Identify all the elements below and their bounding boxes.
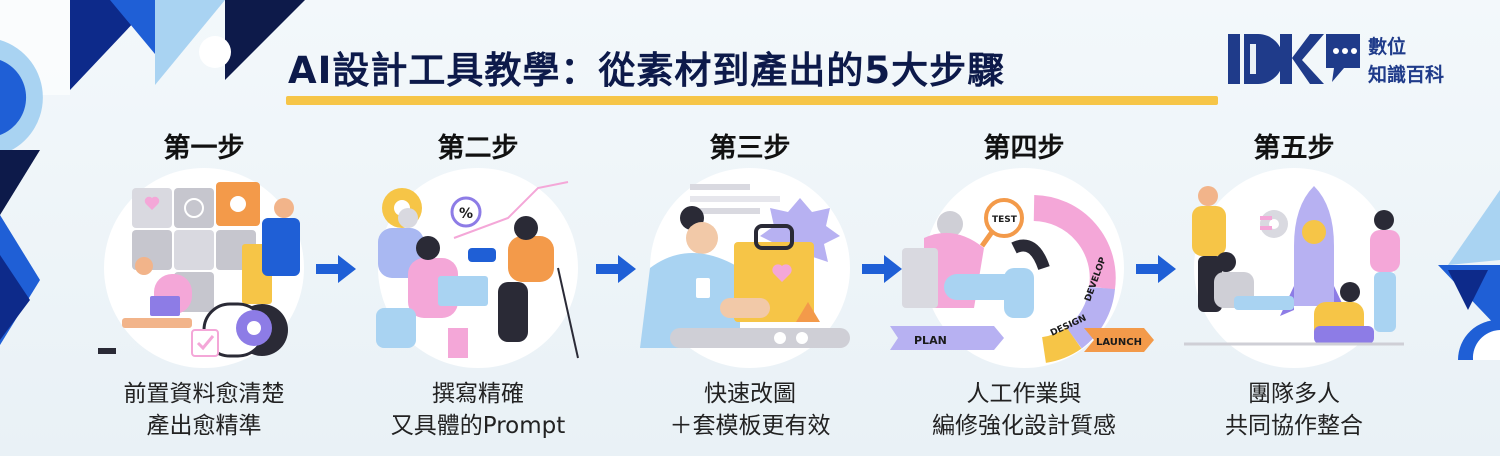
caption-line-1: 快速改圖 (704, 381, 796, 407)
plan-label: PLAN (914, 334, 947, 347)
step-caption: 前置資料愈清楚 產出愈精準 (64, 378, 344, 442)
step-title: 第二步 (437, 133, 519, 164)
launch-label: LAUNCH (1096, 337, 1142, 348)
arrow-right-icon (862, 255, 902, 283)
step-caption: 團隊多人 共同協作整合 (1154, 378, 1434, 442)
caption-line-2: 產出愈精準 (146, 413, 262, 439)
caption-line-2: 又具體的Prompt (390, 413, 566, 439)
arrow-right-icon (1136, 255, 1176, 283)
logo-text-line1: 數位 (1368, 36, 1407, 58)
caption-line-2: 編修強化設計質感 (932, 413, 1116, 439)
step-title: 第三步 (709, 133, 791, 164)
step-caption: 撰寫精確 又具體的Prompt (338, 378, 618, 442)
title-underline (286, 96, 1218, 105)
caption-line-2: 共同協作整合 (1225, 413, 1363, 439)
quick-edit-template-illustration (640, 184, 850, 348)
caption-line-1: 前置資料愈清楚 (123, 381, 285, 407)
percent-badge-text: % (459, 206, 473, 222)
page-title: AI設計工具教學：從素材到產出的5大步驟 (288, 49, 1006, 92)
step-title: 第五步 (1253, 133, 1335, 164)
caption-line-2: ＋套模板更有效 (669, 413, 831, 439)
step-3: 第三步 快速改圖 ＋套模板更有效 (620, 120, 880, 456)
step-title: 第一步 (163, 133, 245, 164)
step-caption: 快速改圖 ＋套模板更有效 (610, 378, 890, 442)
data-puzzle-illustration (98, 182, 300, 358)
logo-text-line2: 知識百科 (1368, 64, 1445, 86)
team-collaboration-illustration (1184, 186, 1404, 346)
step-2: 第二步 % 撰寫精確 又具體的Prompt (348, 120, 608, 456)
step-caption: 人工作業與 編修強化設計質感 (884, 378, 1164, 442)
right-geometric-decoration (1438, 190, 1500, 360)
step-4: 第四步 TEST PLAN LAUNCH DESIGN DEVELOP 人工作業… (890, 120, 1154, 456)
arrow-right-icon (316, 255, 356, 283)
step-5: 第五步 團隊多人 共同協作整合 (1164, 120, 1424, 456)
arrow-right-icon (596, 255, 636, 283)
brand-logo: 數位 知識百科 (1228, 30, 1488, 90)
caption-line-1: 團隊多人 (1248, 381, 1340, 407)
dkp-logo-icon (1228, 34, 1360, 84)
design-cycle-illustration: TEST PLAN LAUNCH DESIGN DEVELOP (890, 195, 1154, 363)
prompt-writing-illustration: % (376, 181, 579, 359)
step-1: 第一步 前置 (74, 120, 334, 456)
caption-line-1: 撰寫精確 (432, 381, 524, 407)
test-label: TEST (992, 215, 1018, 225)
caption-line-1: 人工作業與 (966, 381, 1082, 407)
left-geometric-decoration (0, 0, 305, 345)
step-title: 第四步 (983, 133, 1065, 164)
